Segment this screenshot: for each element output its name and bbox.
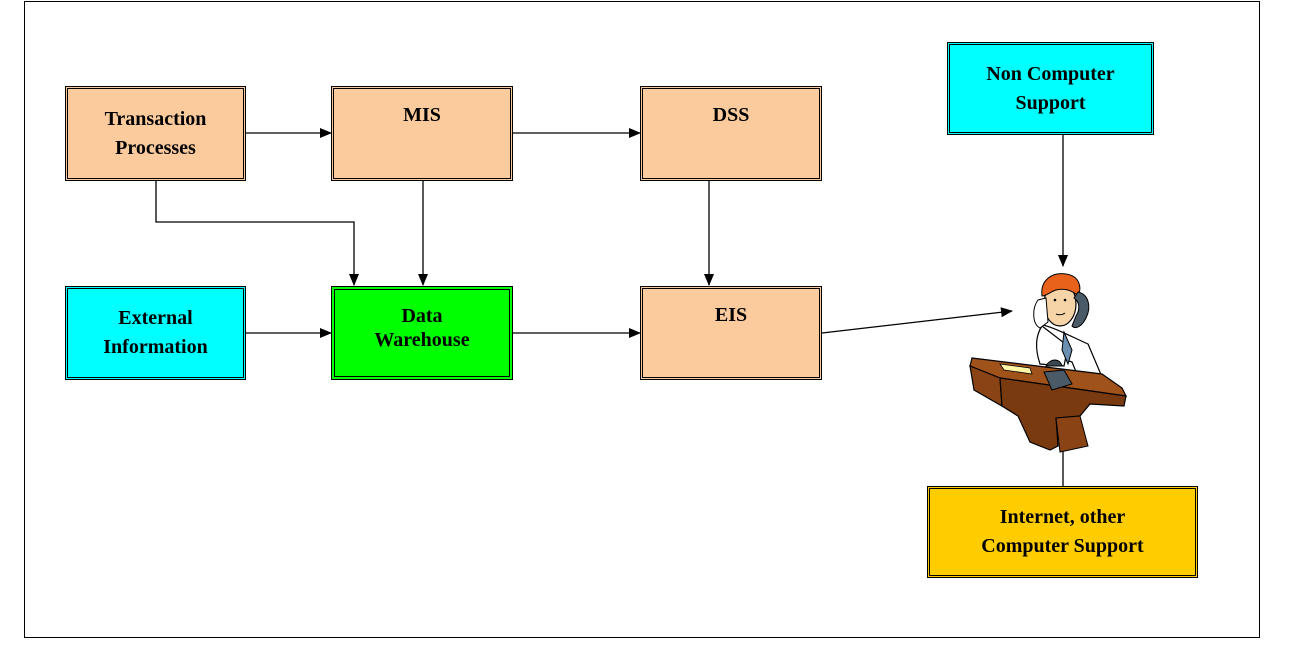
box-label: Internet, other Computer Support — [981, 506, 1144, 557]
box-transaction-processes: Transaction Processes — [65, 86, 246, 181]
box-non-computer-support: Non Computer Support — [947, 42, 1154, 135]
box-eis: EIS — [640, 286, 822, 380]
box-label: Transaction Processes — [104, 107, 207, 159]
box-label: MIS — [403, 104, 441, 126]
box-external-information: External Information — [65, 286, 246, 380]
box-label: Data Warehouse — [374, 305, 470, 351]
box-mis: MIS — [331, 86, 513, 181]
box-label: External Information — [103, 307, 208, 358]
arrow-transaction-to-warehouse — [155, 181, 359, 286]
executive-on-phone-icon — [969, 273, 1128, 453]
arrow-eis-to-executive — [821, 307, 1013, 334]
diagram-frame — [24, 1, 1260, 638]
box-label: Non Computer Support — [986, 62, 1115, 114]
box-label: EIS — [714, 304, 748, 326]
box-dss: DSS — [640, 86, 822, 181]
box-data-warehouse: Data Warehouse — [331, 286, 513, 380]
box-internet-computer-support: Internet, other Computer Support — [927, 486, 1198, 578]
box-label: DSS — [712, 104, 750, 126]
